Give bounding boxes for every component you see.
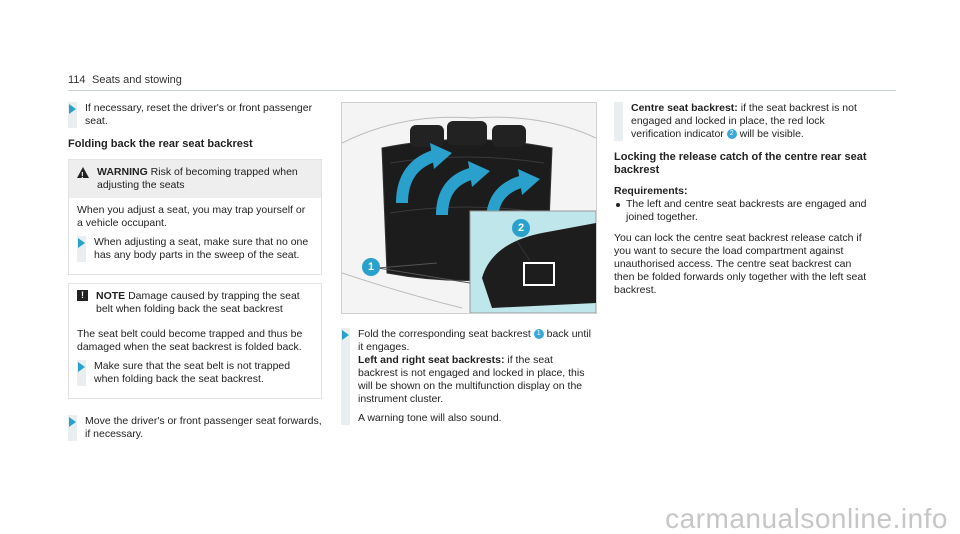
column-2: Fold the corresponding seat backrest 1 b… xyxy=(341,322,595,431)
page-number: 114 xyxy=(68,74,86,86)
note-exclamation-icon: ! xyxy=(77,290,88,301)
step-marker xyxy=(77,360,86,386)
note-headline: Damage caused by trapping the seat belt … xyxy=(96,290,300,315)
left-right-text: if the seat backrest is not engaged and … xyxy=(358,354,585,405)
step-text: If necessary, reset the driver's or fron… xyxy=(85,102,313,127)
warning-box: ! WARNING Risk of becoming trapped when … xyxy=(68,159,322,275)
step-arrow-icon xyxy=(342,330,349,340)
column-3: Centre seat backrest: if the seat backre… xyxy=(614,96,868,297)
step-text-end: back until it engages. xyxy=(358,328,591,353)
step-marker xyxy=(341,328,350,425)
warning-label: WARNING xyxy=(97,166,148,178)
centre-text-start: if the seat backrest is not engaged and … xyxy=(631,102,857,140)
warning-text: When you adjust a seat, you may trap you… xyxy=(77,204,306,229)
step-text: When adjusting a seat, make sure that no… xyxy=(94,236,309,261)
callout-badge-2: 2 xyxy=(726,129,737,140)
page-header: 114 Seats and stowing xyxy=(68,72,896,91)
note-box: ! NOTE Damage caused by trapping the sea… xyxy=(68,283,322,399)
note-label: NOTE xyxy=(96,290,126,302)
step-text: Make sure that the seat belt is not trap… xyxy=(94,360,291,385)
note-step: Make sure that the seat belt is not trap… xyxy=(77,360,313,386)
section-title: Seats and stowing xyxy=(92,74,182,86)
step-arrow-icon xyxy=(78,238,85,248)
centre-text-end: will be visible. xyxy=(739,128,804,140)
warning-header: ! WARNING Risk of becoming trapped when … xyxy=(69,160,321,198)
step-text: Move the driver's or front passenger sea… xyxy=(85,415,322,440)
step-text: Centre seat backrest: if the seat backre… xyxy=(631,102,868,141)
note-body: The seat belt could become trapped and t… xyxy=(69,322,321,398)
bullet-dot-icon xyxy=(616,203,620,207)
step-marker xyxy=(68,102,77,128)
section-heading: Folding back the rear seat backrest xyxy=(68,138,253,150)
warning-step: When adjusting a seat, make sure that no… xyxy=(77,236,313,262)
callout-1: 1 xyxy=(362,258,380,276)
warning-body: When you adjust a seat, you may trap you… xyxy=(69,198,321,274)
step-arrow-icon xyxy=(69,104,76,114)
callout-2: 2 xyxy=(512,219,530,237)
step-move-seat: Move the driver's or front passenger sea… xyxy=(68,415,322,441)
rear-seat-illustration: 1 2 xyxy=(341,102,597,314)
callout-badge-1: 1 xyxy=(533,329,544,340)
step-text-start: Fold the corresponding seat backrest xyxy=(358,328,531,340)
step-centre-backrest: Centre seat backrest: if the seat backre… xyxy=(614,102,868,141)
step-arrow-icon xyxy=(78,362,85,372)
note-header: ! NOTE Damage caused by trapping the sea… xyxy=(69,284,321,322)
warning-headline: Risk of becoming trapped when adjusting … xyxy=(97,166,298,191)
step-fold-backrest: Fold the corresponding seat backrest 1 b… xyxy=(341,328,595,425)
seat-drawing xyxy=(342,103,596,313)
step-marker xyxy=(68,415,77,441)
requirement-text: The left and centre seat backrests are e… xyxy=(626,198,867,223)
step-reset-seat: If necessary, reset the driver's or fron… xyxy=(68,102,322,128)
warning-tone-text: A warning tone will also sound. xyxy=(358,412,502,424)
description-paragraph: You can lock the centre seat backrest re… xyxy=(614,232,867,296)
step-marker xyxy=(614,102,623,141)
note-text: The seat belt could become trapped and t… xyxy=(77,328,303,353)
centre-label: Centre seat backrest: xyxy=(631,102,738,114)
step-arrow-icon xyxy=(69,417,76,427)
column-1: If necessary, reset the driver's or fron… xyxy=(68,96,322,447)
left-right-label: Left and right seat backrests: xyxy=(358,354,505,366)
warning-triangle-icon: ! xyxy=(77,167,89,180)
requirement-item: The left and centre seat backrests are e… xyxy=(616,198,868,224)
watermark: carmanualsonline.info xyxy=(665,503,948,534)
section-heading: Locking the release catch of the centre … xyxy=(614,151,867,176)
step-marker xyxy=(77,236,86,262)
step-text: Fold the corresponding seat backrest 1 b… xyxy=(358,328,595,425)
requirements-label: Requirements: xyxy=(614,185,688,197)
